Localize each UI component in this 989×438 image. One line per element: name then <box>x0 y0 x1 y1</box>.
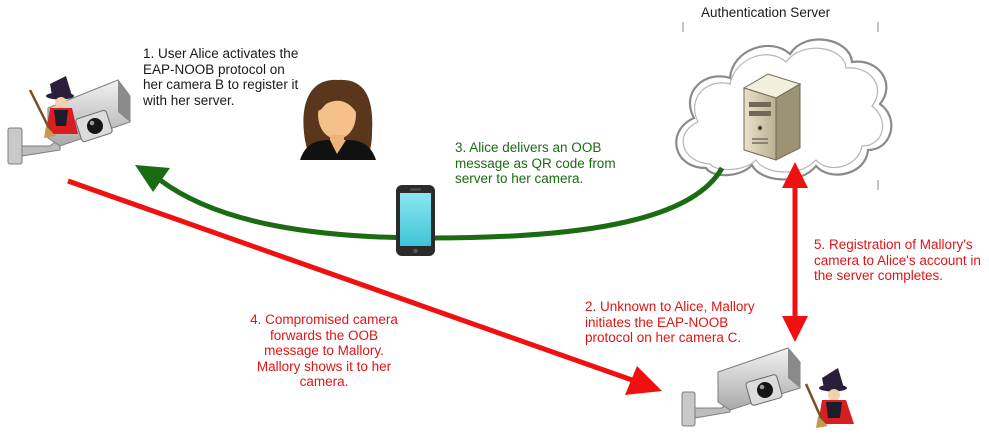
step-4-line: camera. <box>299 374 349 389</box>
step-4-text: 4. Compromised camera forwards the OOB m… <box>226 312 422 390</box>
step-2-line: protocol on her camera C. <box>585 330 742 345</box>
red-arrow-registration <box>782 162 808 342</box>
server-tower-icon <box>742 73 802 161</box>
woman-avatar-icon <box>300 79 376 160</box>
security-camera-icon <box>681 347 801 427</box>
server-title: Authentication Server <box>701 5 831 20</box>
step-5-text: 5. Registration of Mallory's camera to A… <box>814 237 981 284</box>
witch-icon <box>28 76 78 138</box>
step-1-line: EAP-NOOB protocol on <box>143 61 285 77</box>
red-arrow-forward <box>67 178 662 395</box>
step-5-line: the server completes. <box>814 268 944 283</box>
step-4-line: forwards the OOB <box>269 327 379 343</box>
step-1-line: with her server. <box>143 92 235 108</box>
step-5-line: 5. Registration of Mallory's <box>814 237 973 252</box>
step-2-text: 2. Unknown to Alice, Mallory initiates t… <box>585 299 755 346</box>
step-2-line: initiates the EAP-NOOB <box>585 314 729 330</box>
step-3-line: message as QR code from <box>455 155 616 171</box>
step-4-line: Mallory shows it to her <box>256 358 392 374</box>
step-1-line: her camera B to register it <box>143 77 299 92</box>
witch-icon <box>804 368 854 428</box>
step-1-line: 1. User Alice activates the <box>143 46 299 61</box>
step-3-line: server to her camera. <box>455 171 584 186</box>
step-1-text: 1. User Alice activates the EAP-NOOB pro… <box>143 46 298 108</box>
step-5-line: camera to Alice's account in <box>814 252 981 268</box>
step-4-line: 4. Compromised camera <box>250 312 398 327</box>
smartphone-icon <box>396 185 435 256</box>
step-2-line: 2. Unknown to Alice, Mallory <box>585 299 755 314</box>
step-4-line: message to Mallory. <box>264 343 384 358</box>
step-3-line: 3. Alice delivers an OOB <box>455 140 602 155</box>
step-3-text: 3. Alice delivers an OOB message as QR c… <box>455 140 616 187</box>
